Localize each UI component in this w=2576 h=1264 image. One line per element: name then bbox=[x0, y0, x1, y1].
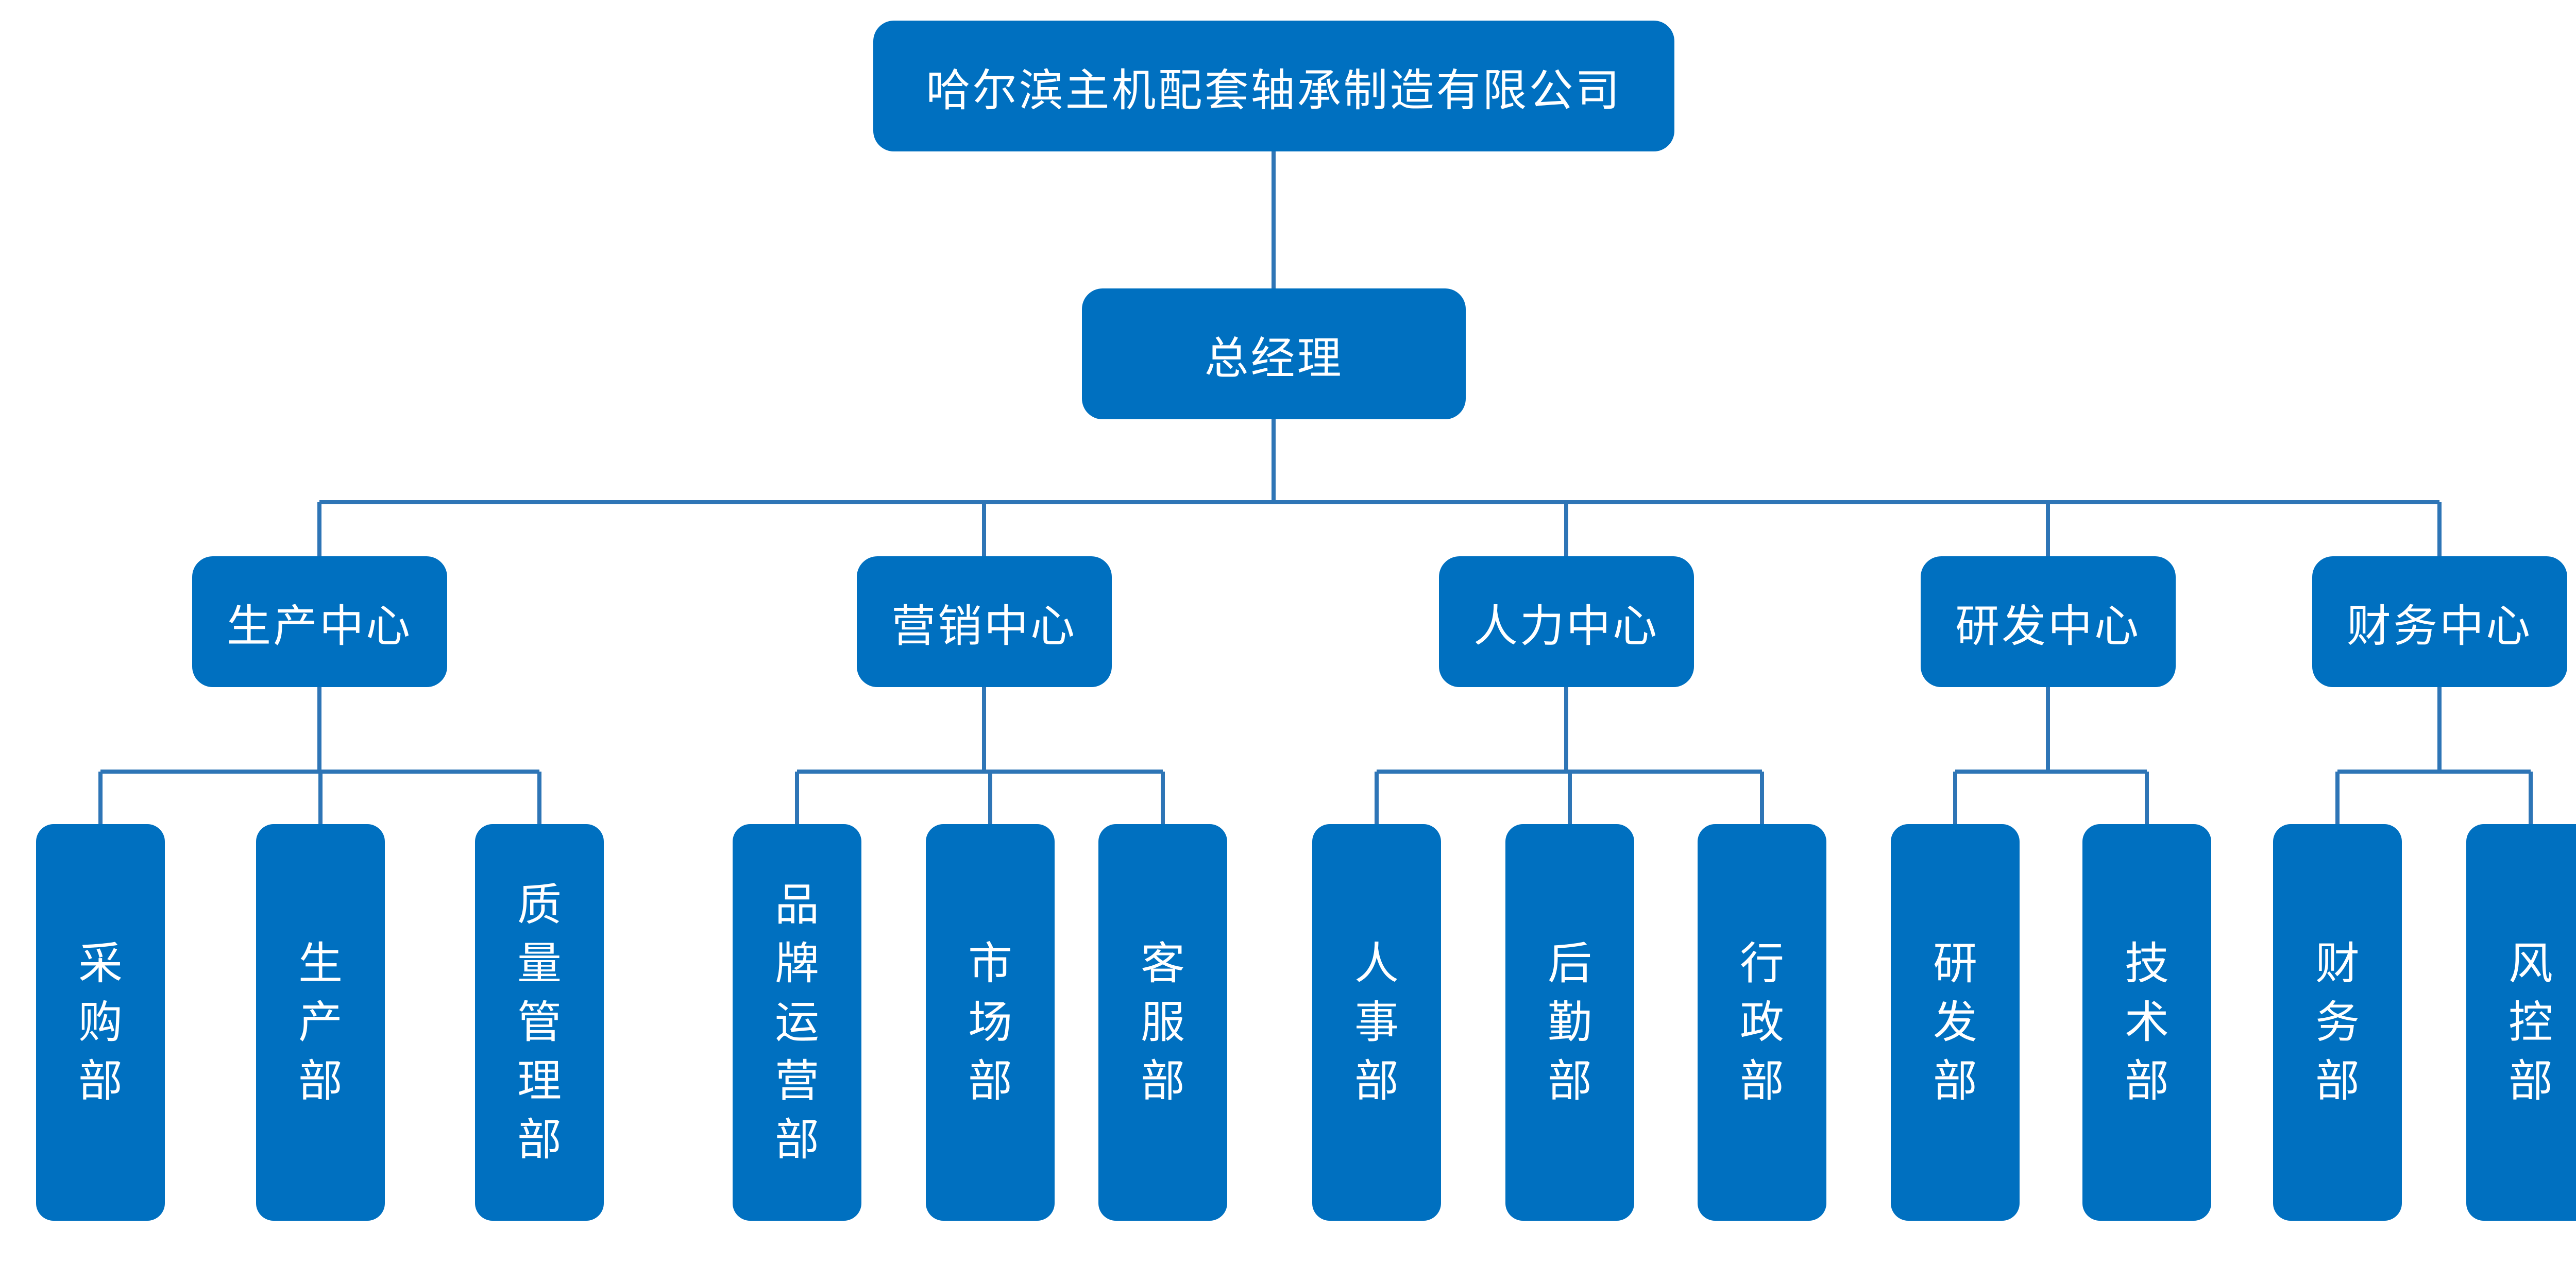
department-node: 行政部 bbox=[1698, 824, 1826, 1221]
center-node: 财务中心 bbox=[2312, 556, 2567, 687]
general-manager-label: 总经理 bbox=[1204, 332, 1344, 384]
center-node: 营销中心 bbox=[856, 556, 1112, 687]
center-label: 营销中心 bbox=[891, 600, 1077, 652]
department-label: 人事部 bbox=[1354, 938, 1399, 1107]
department-label: 后勤部 bbox=[1548, 938, 1592, 1107]
department-label: 技术部 bbox=[2125, 938, 2169, 1107]
department-node: 品牌运营部 bbox=[733, 824, 861, 1221]
department-node: 质量管理部 bbox=[475, 824, 604, 1221]
department-node: 研发部 bbox=[1891, 824, 2020, 1221]
department-node: 生产部 bbox=[256, 824, 385, 1221]
department-label: 行政部 bbox=[1740, 938, 1784, 1107]
general-manager-node: 总经理 bbox=[1082, 288, 1466, 419]
department-node: 财务部 bbox=[2273, 824, 2402, 1221]
department-label: 生产部 bbox=[298, 938, 343, 1107]
company-label: 哈尔滨主机配套轴承制造有限公司 bbox=[926, 64, 1622, 116]
department-label: 财务部 bbox=[2315, 938, 2360, 1107]
department-node: 技术部 bbox=[2082, 824, 2211, 1221]
center-node: 研发中心 bbox=[1920, 556, 2176, 687]
department-label: 采购部 bbox=[78, 938, 123, 1107]
department-node: 采购部 bbox=[36, 824, 165, 1221]
center-label: 研发中心 bbox=[1955, 600, 2141, 652]
center-label: 生产中心 bbox=[227, 600, 412, 652]
department-node: 后勤部 bbox=[1505, 824, 1634, 1221]
department-node: 人事部 bbox=[1312, 824, 1441, 1221]
department-node: 市场部 bbox=[926, 824, 1055, 1221]
department-label: 风控部 bbox=[2509, 938, 2553, 1107]
company-node: 哈尔滨主机配套轴承制造有限公司 bbox=[873, 21, 1674, 151]
department-label: 市场部 bbox=[968, 938, 1012, 1107]
department-label: 质量管理部 bbox=[517, 879, 562, 1166]
center-node: 生产中心 bbox=[192, 556, 447, 687]
department-label: 客服部 bbox=[1141, 938, 1185, 1107]
department-node: 客服部 bbox=[1098, 824, 1227, 1221]
department-label: 品牌运营部 bbox=[775, 879, 819, 1166]
department-node: 风控部 bbox=[2466, 824, 2576, 1221]
center-label: 人力中心 bbox=[1473, 600, 1659, 652]
department-label: 研发部 bbox=[1933, 938, 1977, 1107]
center-node: 人力中心 bbox=[1438, 556, 1694, 687]
center-label: 财务中心 bbox=[2347, 600, 2532, 652]
